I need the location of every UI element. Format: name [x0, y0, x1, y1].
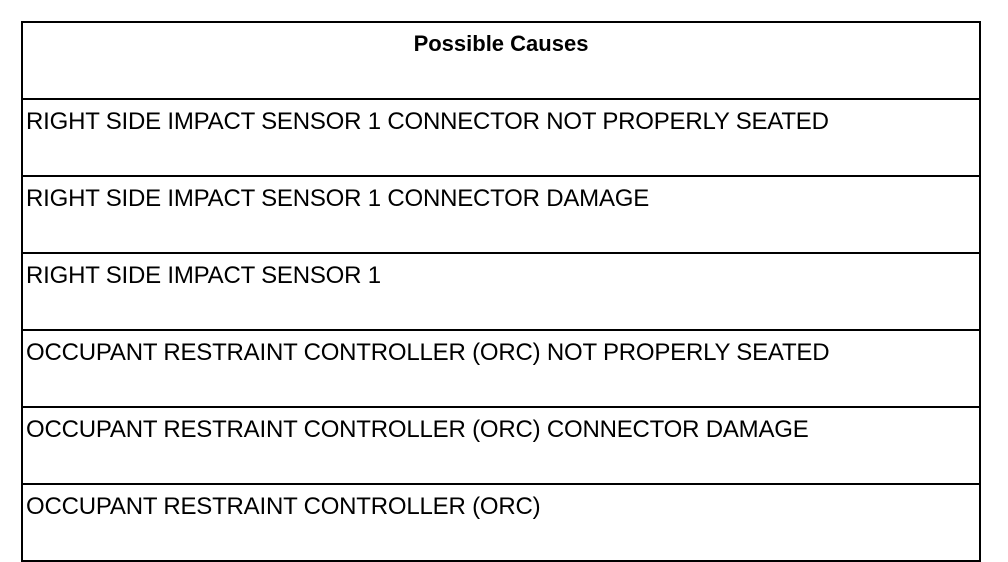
cause-cell: RIGHT SIDE IMPACT SENSOR 1 CONNECTOR NOT… — [21, 98, 981, 177]
table-body: RIGHT SIDE IMPACT SENSOR 1 CONNECTOR NOT… — [21, 98, 981, 562]
cause-cell: OCCUPANT RESTRAINT CONTROLLER (ORC) — [21, 483, 981, 562]
cause-cell: RIGHT SIDE IMPACT SENSOR 1 CONNECTOR DAM… — [21, 175, 981, 254]
cause-cell: OCCUPANT RESTRAINT CONTROLLER (ORC) NOT … — [21, 329, 981, 408]
table-row: OCCUPANT RESTRAINT CONTROLLER (ORC) CONN… — [21, 406, 981, 485]
possible-causes-table: Possible Causes RIGHT SIDE IMPACT SENSOR… — [21, 21, 981, 562]
table-header-row: Possible Causes — [21, 21, 981, 100]
cause-cell: RIGHT SIDE IMPACT SENSOR 1 — [21, 252, 981, 331]
possible-causes-header: Possible Causes — [21, 21, 981, 100]
table-row: RIGHT SIDE IMPACT SENSOR 1 CONNECTOR DAM… — [21, 175, 981, 254]
table-row: OCCUPANT RESTRAINT CONTROLLER (ORC) — [21, 483, 981, 562]
table-row: OCCUPANT RESTRAINT CONTROLLER (ORC) NOT … — [21, 329, 981, 408]
table-header-group: Possible Causes — [21, 21, 981, 100]
cause-cell: OCCUPANT RESTRAINT CONTROLLER (ORC) CONN… — [21, 406, 981, 485]
table-row: RIGHT SIDE IMPACT SENSOR 1 CONNECTOR NOT… — [21, 98, 981, 177]
table-row: RIGHT SIDE IMPACT SENSOR 1 — [21, 252, 981, 331]
